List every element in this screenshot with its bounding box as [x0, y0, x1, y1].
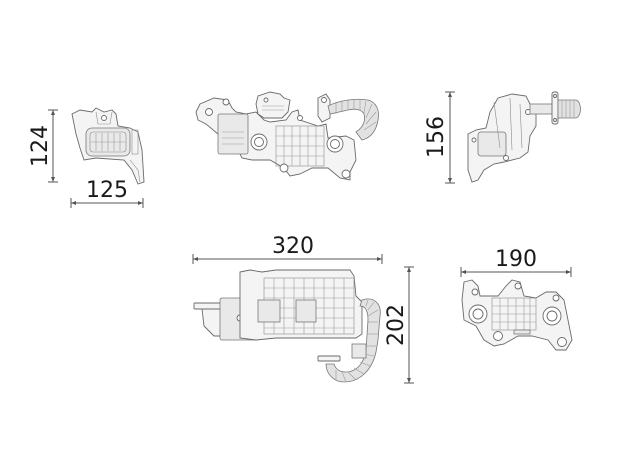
dimension-label-190: 190 — [495, 247, 537, 272]
bottom-view: 190 — [460, 247, 573, 351]
actuator — [255, 91, 291, 119]
dimension-202: 202 — [384, 266, 414, 384]
dimension-label-156: 156 — [424, 116, 449, 158]
top-view — [195, 91, 379, 181]
part-side-view — [71, 107, 145, 185]
side-view: 124 125 — [28, 107, 145, 208]
corrugated-hose — [317, 298, 381, 383]
dimension-125: 125 — [70, 178, 144, 208]
dimension-label-125: 125 — [86, 178, 128, 203]
dimension-156: 156 — [424, 91, 455, 184]
cooler-grid — [275, 125, 325, 167]
corrugated-hose — [317, 93, 379, 141]
dimension-label-202: 202 — [384, 304, 409, 346]
part-bottom-view — [461, 279, 573, 351]
part-end-view — [467, 91, 581, 183]
dimension-190: 190 — [460, 247, 572, 277]
dimension-label-124: 124 — [28, 125, 53, 167]
part-front-view — [193, 269, 381, 383]
front-view: 320 202 — [192, 234, 414, 384]
end-view: 156 — [424, 91, 581, 184]
dimension-label-320: 320 — [272, 234, 314, 259]
dimension-320: 320 — [192, 234, 383, 264]
dimension-124: 124 — [28, 109, 58, 183]
